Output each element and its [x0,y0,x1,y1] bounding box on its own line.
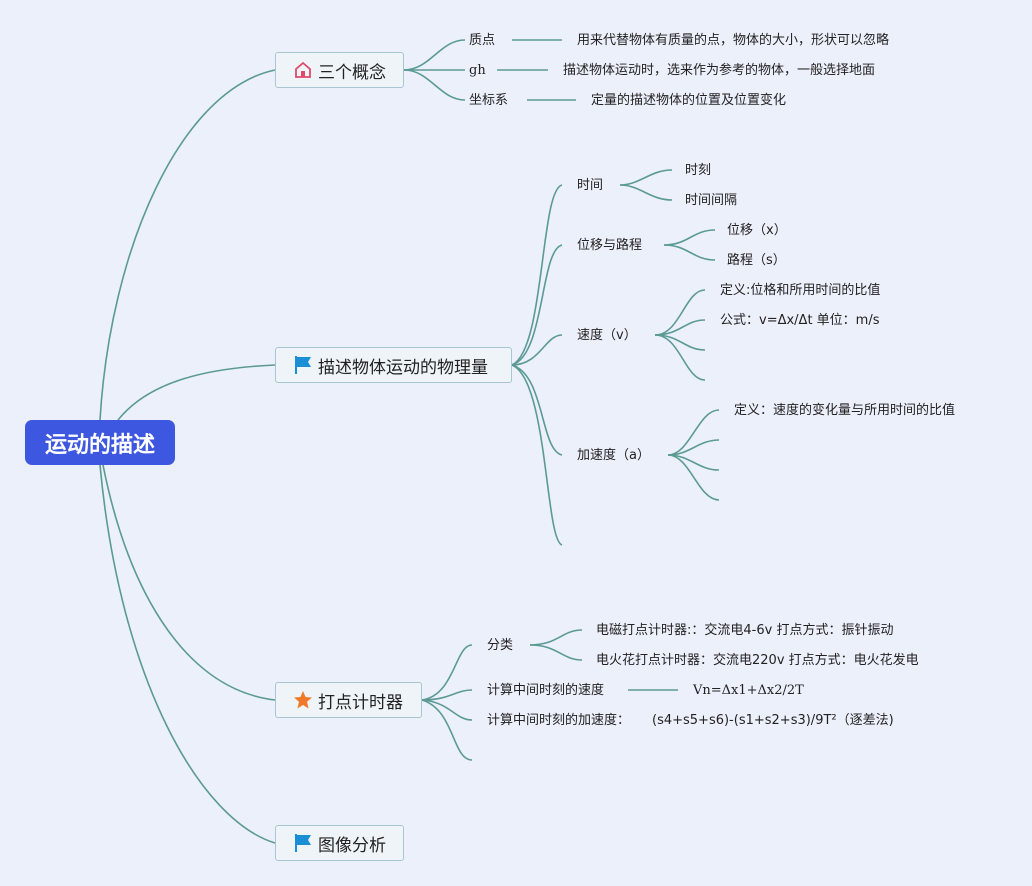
timer-spark[interactable]: 电火花打点计时器：交流电220v 打点方式：电火花发电 [596,653,919,668]
concept-reference-desc[interactable]: 描述物体运动时，选来作为参考的物体，一般选择地面 [563,63,876,78]
topic-timer[interactable]: 打点计时器 [275,682,422,718]
node-distance[interactable]: 路程（s） [727,253,786,268]
concept-reference[interactable]: gh [469,63,486,78]
topic-quantities-label: 描述物体运动的物理量 [318,357,488,378]
node-mid-acceleration[interactable]: 计算中间时刻的加速度： [487,713,631,728]
topic-timer-label: 打点计时器 [318,692,403,713]
node-classify[interactable]: 分类 [487,638,514,653]
mid-acceleration-formula[interactable]: (s4+s5+s6)-(s1+s2+s3)/9T²（逐差法) [652,713,894,728]
topic-concepts[interactable]: 三个概念 [275,52,404,88]
topic-concepts-label: 三个概念 [318,62,386,83]
node-acceleration[interactable]: 加速度（a） [577,448,650,463]
velocity-formula[interactable]: 公式：v=Δx/Δt 单位：m/s [720,313,880,328]
acceleration-definition[interactable]: 定义：速度的变化量与所用时间的比值 [734,403,956,418]
root-label: 运动的描述 [44,432,155,458]
node-velocity[interactable]: 速度（v） [577,328,637,343]
node-mid-velocity[interactable]: 计算中间时刻的速度 [487,683,605,698]
topic-graph-label: 图像分析 [318,835,386,856]
root-node[interactable]: 运动的描述 [25,420,175,465]
concept-coordinate-desc[interactable]: 定量的描述物体的位置及位置变化 [591,93,787,108]
velocity-definition[interactable]: 定义:位格和所用时间的比值 [720,283,881,298]
topic-quantities[interactable]: 描述物体运动的物理量 [275,347,512,383]
node-displacement[interactable]: 位移（x） [727,223,787,238]
node-interval[interactable]: 时间间隔 [685,193,738,208]
concept-particle-desc[interactable]: 用来代替物体有质量的点，物体的大小，形状可以忽略 [577,33,890,48]
concept-particle[interactable]: 质点 [469,33,496,48]
mid-velocity-formula[interactable]: Vn=Δx1+Δx2/2T [693,683,804,698]
concept-coordinate[interactable]: 坐标系 [469,93,509,108]
flag-icon [292,354,314,376]
topic-graph[interactable]: 图像分析 [275,825,404,861]
node-displacement-distance[interactable]: 位移与路程 [577,238,643,253]
star-icon [292,689,314,711]
node-time[interactable]: 时间 [577,178,604,193]
house-icon [292,59,314,81]
timer-electromagnetic[interactable]: 电磁打点计时器:：交流电4-6v 打点方式：振针振动 [596,623,894,638]
flag-icon [292,832,314,854]
node-moment[interactable]: 时刻 [685,163,712,178]
